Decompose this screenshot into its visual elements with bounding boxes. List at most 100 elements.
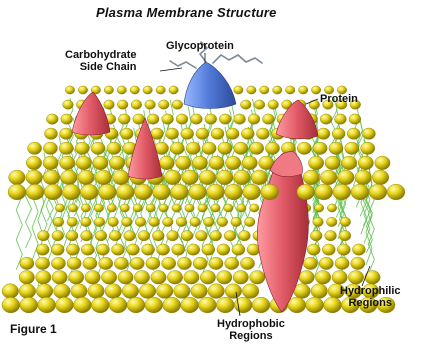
phospholipid-head: [130, 257, 144, 269]
phospholipid-head: [107, 142, 121, 154]
phospholipid-head: [53, 217, 64, 226]
phospholipid-head: [219, 114, 231, 124]
phospholipid-head: [101, 271, 116, 285]
phospholipid-head: [8, 184, 26, 200]
phospholipid-head: [54, 284, 71, 299]
lower-phospholipid-heads: [2, 204, 395, 313]
phospholipid-head: [241, 100, 252, 109]
transmembrane-protein-top: [270, 152, 303, 177]
phospholipid-head: [133, 204, 142, 212]
phospholipid-head: [95, 170, 112, 185]
phospholipid-head: [45, 128, 58, 139]
phospholipid-head: [307, 244, 320, 255]
glycoprotein-shape: [184, 62, 236, 109]
phospholipid-head: [286, 86, 295, 94]
phospholipid-head: [135, 217, 146, 226]
phospholipid-head: [38, 231, 50, 241]
phospholipid-head: [51, 257, 65, 269]
phospholipid-head: [120, 204, 129, 212]
phospholipid-head: [224, 204, 233, 212]
phospholipid-head: [56, 297, 74, 313]
phospholipid-head: [52, 271, 67, 285]
phospholipid-head: [247, 86, 256, 94]
phospholipid-head: [250, 142, 264, 154]
phospholipid-head: [209, 156, 224, 170]
phospholipid-head: [26, 156, 41, 170]
phospholipid-head: [248, 114, 260, 124]
phospholipid-head: [44, 184, 62, 200]
phospholipid-head: [345, 142, 359, 154]
phospholipid-head: [320, 170, 337, 185]
phospholipid-head: [314, 204, 323, 212]
phospholipid-head: [348, 271, 363, 285]
phospholipid-head: [172, 204, 181, 212]
phospholipid-head: [55, 204, 64, 212]
phospholipid-head: [71, 284, 88, 299]
phospholipid-head: [20, 257, 34, 269]
phospholipid-head: [153, 184, 171, 200]
phospholipid-head: [114, 257, 128, 269]
phospholipid-head: [375, 156, 390, 170]
phospholipid-head: [127, 297, 145, 313]
phospholipid-head: [46, 114, 58, 124]
phospholipid-head: [122, 217, 133, 226]
phospholipid-head: [182, 170, 199, 185]
phospholipid-head: [134, 271, 149, 285]
phospholipid-head: [303, 257, 317, 269]
phospholipid-head: [145, 100, 156, 109]
phospholipid-head: [233, 271, 248, 285]
phospholipid-head: [196, 231, 208, 241]
phospholipid-head: [231, 217, 242, 226]
phospholipid-head: [308, 156, 323, 170]
phospholipid-head: [93, 156, 108, 170]
phospholipid-head: [260, 86, 269, 94]
phospholipid-head: [297, 142, 311, 154]
phospholipid-head: [263, 114, 275, 124]
phospholipid-head: [43, 170, 60, 185]
phospholipid-head: [210, 231, 222, 241]
phospholipid-head: [243, 184, 261, 200]
phospholipid-head: [52, 231, 64, 241]
phospholipid-head: [207, 184, 225, 200]
phospholipid-head: [172, 244, 185, 255]
phospholipid-head: [319, 257, 333, 269]
phospholipid-head: [120, 128, 133, 139]
phospholipid-head: [159, 204, 168, 212]
phospholipid-head: [109, 231, 121, 241]
phospholipid-head: [325, 231, 337, 241]
phospholipid-head: [27, 142, 41, 154]
phospholipid-head: [208, 284, 225, 299]
phospholipid-head: [81, 204, 90, 212]
phospholipid-head: [20, 297, 38, 313]
phospholipid-head: [81, 231, 93, 241]
phospholipid-head: [176, 217, 187, 226]
phospholipid-head: [337, 244, 350, 255]
phospholipid-head: [211, 128, 224, 139]
phospholipid-head: [143, 86, 152, 94]
phospholipid-head: [145, 297, 163, 313]
hydrophilic-label-line1: Hydrophilic: [340, 285, 401, 297]
phospholipid-head: [332, 128, 345, 139]
phospholipid-head: [254, 100, 265, 109]
phospholipid-head: [299, 86, 308, 94]
phospholipid-head: [2, 284, 19, 299]
phospholipid-head: [99, 257, 113, 269]
hydrophobic-regions-label: Hydrophobic Regions: [217, 318, 285, 342]
phospholipid-head: [159, 100, 170, 109]
phospholipid-head: [288, 297, 306, 313]
phospholipid-head: [61, 114, 73, 124]
phospholipid-head: [299, 271, 314, 285]
phospholipid-head: [199, 297, 217, 313]
phospholipid-head: [225, 156, 240, 170]
phospholipid-head: [315, 184, 333, 200]
phospholipid-head: [83, 257, 97, 269]
carbohydrate-label-line1: Carbohydrate: [65, 49, 137, 61]
hydrophobic-label-line2: Regions: [217, 330, 285, 342]
phospholipid-head: [184, 271, 199, 285]
phospholipid-head: [156, 86, 165, 94]
phospholipid-head: [242, 284, 259, 299]
phospholipid-head: [118, 114, 130, 124]
phospholipid-head: [149, 217, 160, 226]
phospholipid-head: [157, 244, 170, 255]
phospholipid-head: [193, 257, 207, 269]
